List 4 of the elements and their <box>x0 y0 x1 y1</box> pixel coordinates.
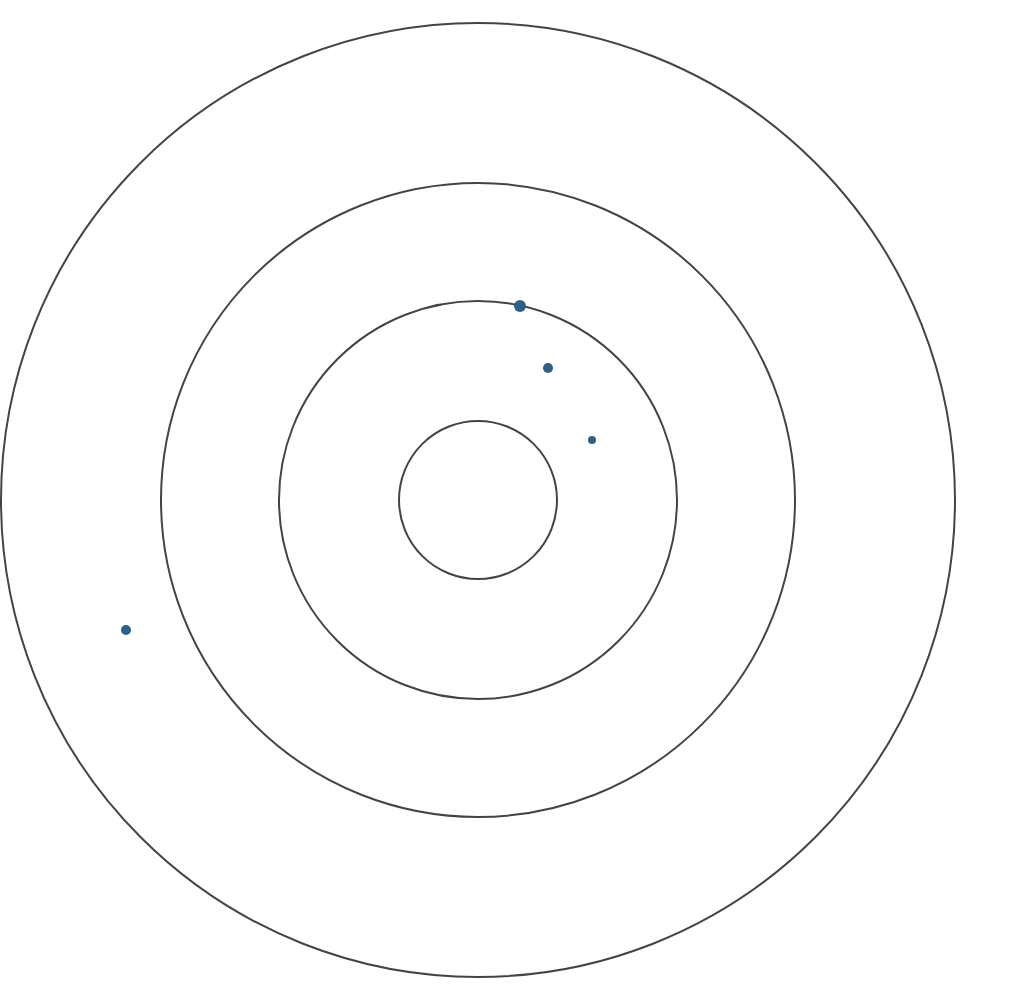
ring-circle <box>398 420 558 580</box>
ring-circle <box>160 182 796 818</box>
ring-circle <box>278 300 678 700</box>
ring-circle <box>0 22 956 978</box>
